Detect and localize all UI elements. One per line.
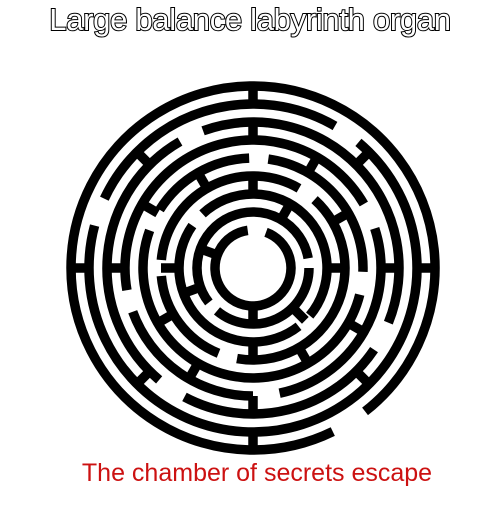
maze-radial-wall [330,208,351,227]
maze-ring-wall [128,310,254,401]
maze-ring-wall [267,154,368,273]
maze-ring-wall [199,189,332,319]
maze-radial-wall [352,148,373,169]
maze-ring-wall [213,267,314,329]
maze-ring-wall [156,171,302,261]
maze-ring-wall [210,225,296,311]
maze-radial-wall [139,199,161,218]
maze-radial-wall [303,154,322,176]
maze-radial-wall [276,201,295,222]
maze-ring-wall [174,222,302,347]
caption: The chamber of secrets escape [81,459,433,487]
maze-radial-wall [345,318,367,337]
maze-ring-wall [100,99,338,201]
maze-radial-wall [294,345,313,366]
maze-ring-wall [236,196,350,365]
maze-radial-wall [155,309,176,328]
maze-radial-wall [133,367,154,388]
maze-ring-wall [84,138,422,437]
maze-radial-wall [289,304,309,324]
maze-radial-wall [133,148,154,169]
maze-ring-wall [102,137,183,384]
maze-ring-wall [120,135,368,292]
maze-ring-wall [192,207,313,306]
maze-radial-wall [184,360,203,382]
maze-radial-wall [193,170,212,191]
maze-ring-wall [66,81,440,455]
maze-radial-wall [198,244,219,260]
maze-ring-wall [156,275,221,358]
page-title: Large balance labyrinth organ [48,1,452,38]
maze-radial-wall [181,282,203,298]
maze-radial-wall [352,367,373,388]
maze-ring-wall [138,228,365,383]
maze-ring-wall [182,346,378,419]
